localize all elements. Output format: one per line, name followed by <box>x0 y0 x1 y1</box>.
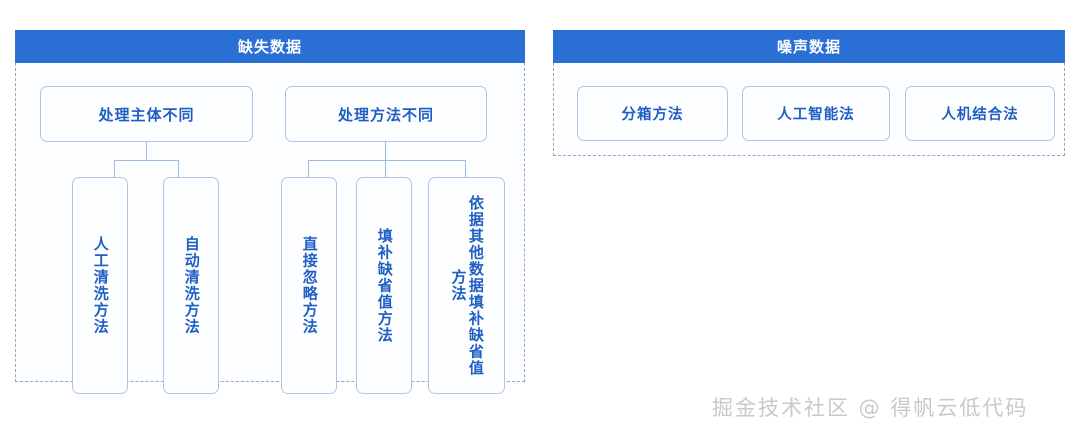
panel-missing-data: 缺失数据 处理主体不同 处理方法不同 人工清洗方法 自动清洗方法 直接忽略方法 … <box>15 30 525 394</box>
node-fill-default[interactable]: 填补缺省值方法 <box>356 177 412 394</box>
node-by-agent[interactable]: 处理主体不同 <box>40 86 253 142</box>
watermark-text: 掘金技术社区 @ 得帆云低代码 <box>712 396 1029 420</box>
node-binning[interactable]: 分箱方法 <box>577 86 728 141</box>
connector-by-method-drop-1 <box>308 160 310 177</box>
connector-by-method-bar <box>308 160 466 162</box>
node-ai-method[interactable]: 人工智能法 <box>742 86 890 141</box>
node-by-method[interactable]: 处理方法不同 <box>285 86 487 142</box>
node-human-machine[interactable]: 人机结合法 <box>905 86 1055 141</box>
node-manual-clean[interactable]: 人工清洗方法 <box>72 177 128 394</box>
node-ignore-directly[interactable]: 直接忽略方法 <box>281 177 337 394</box>
connector-by-method-stem <box>385 142 387 177</box>
panel-noise-data-title: 噪声数据 <box>553 30 1065 63</box>
panel-noise-data: 噪声数据 分箱方法 人工智能法 人机结合法 <box>553 30 1065 156</box>
node-fill-by-other[interactable]: 依据其他数据填补缺省值方法 <box>428 177 505 394</box>
connector-by-agent-drop-1 <box>114 160 116 177</box>
connector-by-agent-stem <box>146 142 148 161</box>
panel-missing-data-title: 缺失数据 <box>15 30 525 63</box>
connector-by-agent-bar <box>114 160 179 162</box>
connector-by-method-drop-3 <box>465 160 467 177</box>
connector-by-agent-drop-2 <box>178 160 180 177</box>
node-auto-clean[interactable]: 自动清洗方法 <box>163 177 219 394</box>
